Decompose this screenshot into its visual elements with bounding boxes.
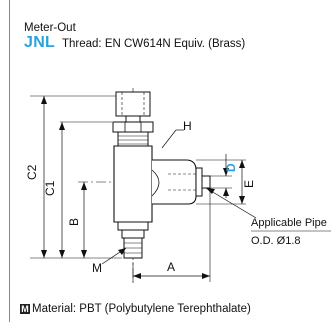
material-badge: M	[20, 304, 30, 314]
pipe-note-line2: O.D. Ø1.8	[251, 235, 301, 247]
thread-spec: Thread: EN CW614N Equiv. (Brass)	[62, 38, 246, 50]
dim-label-a: A	[167, 260, 175, 274]
pipe-leader	[205, 187, 257, 219]
adjust-knob	[115, 91, 151, 117]
dim-label-c2: C2	[25, 164, 39, 180]
dim-label-h: H	[183, 119, 192, 133]
dim-label-m: M	[92, 261, 102, 275]
variant-subtitle: Meter-Out	[24, 22, 76, 34]
lower-shoulder	[117, 221, 149, 231]
material-spec: Material: PBT (Polybutylene Terephthalat…	[32, 303, 251, 315]
dim-label-c1: C1	[43, 180, 57, 196]
elbow-curve	[151, 169, 160, 197]
dim-label-e: E	[242, 180, 256, 188]
part-code: JNL	[24, 34, 56, 51]
lower-hex	[121, 229, 145, 239]
pipe-stub	[201, 175, 211, 189]
release-ring	[195, 167, 203, 197]
lock-nut	[112, 121, 154, 133]
dim-label-d: D	[224, 163, 238, 172]
h-leader	[161, 129, 177, 149]
pipe-note-line1: Applicable Pipe	[251, 217, 327, 229]
knob-neck	[125, 115, 141, 123]
main-body	[113, 145, 153, 223]
dim-label-b: B	[67, 218, 81, 226]
drawing-frame	[9, 0, 331, 322]
